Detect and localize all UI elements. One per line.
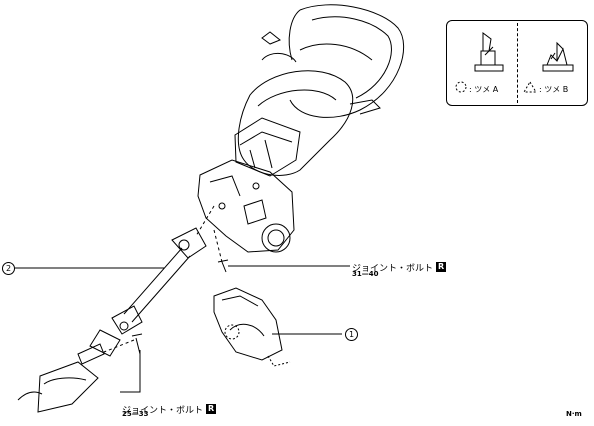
bolt-label-lower-text: ジョイント・ボルト: [122, 406, 204, 416]
bolt-label-lower-badge: R: [206, 403, 217, 414]
torque-unit: N·m: [566, 410, 582, 418]
bolt-label-upper-badge: R: [436, 261, 447, 272]
legend-divider: [517, 23, 518, 103]
legend-claw-b: : ツメ B: [539, 85, 569, 94]
claw-a-icon: [474, 32, 504, 72]
claw-b-icon: [542, 41, 574, 72]
bolt-torque-lower: 25—33: [122, 410, 149, 418]
legend-illustrations: [455, 32, 574, 93]
bolt-torque-upper: 31—40: [352, 270, 379, 278]
lower-joint-bolt: [131, 333, 143, 355]
claw-a-symbol: [455, 81, 467, 93]
claw-legend: : ツメ A : ツメ B: [446, 20, 588, 106]
legend-claw-a: : ツメ A: [469, 85, 499, 94]
column-upper-body: [237, 70, 354, 176]
column-lower-housing: [197, 159, 295, 253]
claw-b-symbol: [523, 81, 537, 93]
callout-part1: 1: [345, 328, 358, 341]
steering-wheel: [289, 4, 405, 118]
bolt-label-upper-text: ジョイント・ボルト: [352, 264, 434, 274]
callout-part2: 2: [2, 262, 15, 275]
leader-bolt-lower: [120, 350, 141, 393]
intermediate-shaft: [123, 247, 191, 323]
upper-joint-bolt: [217, 259, 229, 273]
dust-boot: [213, 287, 283, 361]
steering-gear: [37, 361, 99, 413]
column-bracket: [234, 117, 301, 177]
